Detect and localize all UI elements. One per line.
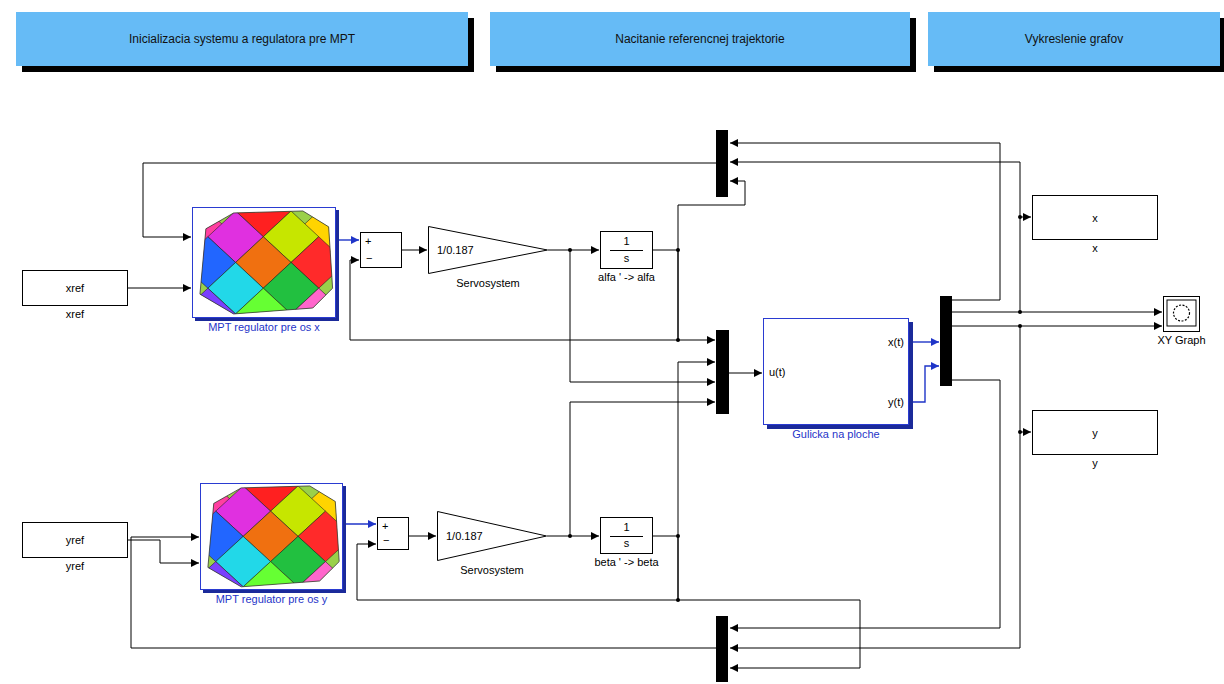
fraction-bar bbox=[610, 250, 643, 251]
block-text: y(t) bbox=[888, 396, 904, 409]
block-text: − bbox=[366, 252, 372, 265]
callback-button: Nacitanie referencnej trajektorie bbox=[490, 12, 910, 66]
block-text: Inicializacia systemu a regulatora pre M… bbox=[16, 32, 468, 46]
signal-connector bbox=[336, 239, 359, 240]
block-text: 1 bbox=[601, 521, 652, 534]
block-label: y bbox=[1092, 457, 1098, 470]
block-text: s bbox=[601, 252, 652, 265]
block-text: − bbox=[383, 534, 389, 547]
mpt-controller: MPT regulator pre os x bbox=[192, 207, 336, 318]
block-text: + bbox=[365, 235, 371, 248]
gain-block: 1/0.187Servosystem bbox=[437, 511, 547, 561]
block-text: yref bbox=[23, 534, 127, 547]
block-text: + bbox=[382, 520, 388, 533]
integrator-block: 1sbeta ' -> beta bbox=[600, 517, 653, 554]
signal-connector bbox=[128, 540, 199, 563]
signal-connector bbox=[547, 536, 599, 537]
xy-graph: XY Graph bbox=[1163, 296, 1200, 332]
sum-block: +− bbox=[360, 232, 402, 268]
workspace-sink: yy bbox=[1032, 410, 1158, 455]
block-text: xref bbox=[23, 282, 127, 295]
block-text: Vykreslenie grafov bbox=[928, 32, 1220, 46]
block-label: MPT regulator pre os y bbox=[216, 593, 328, 606]
mux-bar bbox=[716, 130, 952, 682]
block-label: Servosystem bbox=[460, 564, 524, 577]
signal-wire bbox=[131, 143, 1162, 668]
block-text: u(t) bbox=[769, 365, 786, 378]
xy-graph-icon bbox=[1167, 300, 1196, 326]
block-label: alfa ' -> alfa bbox=[598, 271, 655, 284]
workspace-sink: xx bbox=[1032, 195, 1158, 240]
callback-button: Inicializacia systemu a regulatora pre M… bbox=[16, 12, 468, 66]
block-text: 1/0.187 bbox=[437, 244, 474, 257]
workspace-source: xrefxref bbox=[22, 270, 128, 306]
subsystem-output-wire bbox=[909, 342, 939, 402]
block-label: MPT regulator pre os x bbox=[208, 321, 320, 334]
block-label: beta ' -> beta bbox=[594, 556, 658, 569]
mpt-illustration bbox=[180, 185, 353, 637]
signal-connector bbox=[128, 288, 191, 289]
signal-connector bbox=[548, 250, 599, 251]
block-label: Gulicka na ploche bbox=[792, 428, 879, 441]
block-text: 1 bbox=[601, 235, 652, 248]
signal-connector bbox=[402, 250, 427, 251]
block-text: 1/0.187 bbox=[446, 530, 483, 543]
block-text: x(t) bbox=[888, 336, 904, 349]
signal-connector bbox=[343, 523, 376, 524]
block-label: x bbox=[1092, 242, 1098, 255]
block-text: x bbox=[1033, 211, 1157, 224]
gain-block: 1/0.187Servosystem bbox=[428, 226, 548, 274]
fraction-bar bbox=[610, 536, 643, 537]
block-label: XY Graph bbox=[1157, 334, 1205, 347]
block-text: Nacitanie referencnej trajektorie bbox=[490, 32, 910, 46]
integrator-block: 1salfa ' -> alfa bbox=[600, 231, 653, 269]
subsystem-block: u(t)x(t)y(t)Gulicka na ploche bbox=[763, 318, 909, 425]
workspace-source: yrefyref bbox=[22, 522, 128, 558]
block-label: Servosystem bbox=[456, 277, 520, 290]
block-text: s bbox=[601, 537, 652, 550]
block-text: y bbox=[1033, 426, 1157, 439]
sum-block: +− bbox=[377, 517, 409, 550]
junction-dot bbox=[568, 215, 1022, 602]
block-label: yref bbox=[66, 560, 84, 573]
signal-connector bbox=[409, 536, 436, 537]
block-label: xref bbox=[66, 308, 84, 321]
callback-button: Vykreslenie grafov bbox=[928, 12, 1220, 66]
mpt-controller: MPT regulator pre os y bbox=[200, 483, 343, 590]
